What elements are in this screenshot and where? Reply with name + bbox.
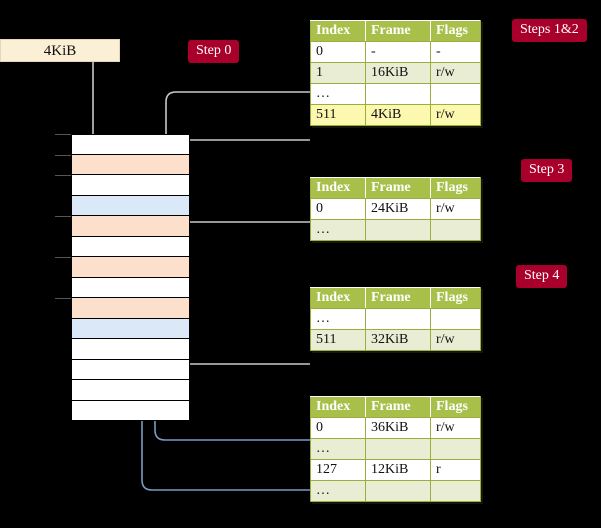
table-row: …: [310, 308, 481, 330]
table-cell: r/w: [430, 329, 481, 351]
table-cell: 0: [310, 198, 366, 220]
memory-row: [71, 380, 190, 401]
column-header-index: Index: [310, 287, 366, 309]
column-header-flags: Flags: [430, 177, 481, 199]
table-cell: 511: [310, 104, 366, 126]
column-header-frame: Frame: [365, 396, 431, 418]
table-cell: …: [310, 83, 366, 105]
memory-tick: [55, 175, 71, 176]
wire-step4a-up: [169, 300, 310, 365]
table-cell: [430, 480, 481, 502]
table-cell: [430, 83, 481, 105]
memory-row: [71, 175, 190, 196]
column-header-index: Index: [310, 177, 366, 199]
memory-row: [71, 236, 190, 257]
table-cell: 16KiB: [365, 62, 431, 84]
memory-tick: [55, 154, 71, 156]
table-cell: r/w: [430, 62, 481, 84]
table-cell: [365, 480, 431, 502]
memory-row: [71, 339, 190, 360]
table-row: …: [310, 219, 481, 241]
memory-row: [71, 277, 190, 298]
table-cell: r: [430, 459, 481, 481]
column-header-frame: Frame: [365, 20, 431, 42]
table-cell: 4KiB: [365, 104, 431, 126]
memory-tick: [55, 216, 71, 217]
table-cell: r/w: [430, 104, 481, 126]
table-cell: [365, 438, 431, 460]
table-cell: r/w: [430, 417, 481, 439]
column-header-index: Index: [310, 20, 366, 42]
badge-step3: Step 3: [521, 159, 573, 182]
table-cell: 12KiB: [365, 459, 431, 481]
table-cell: 1: [310, 62, 366, 84]
table-cell: [365, 308, 431, 330]
table-cell: 0: [310, 417, 366, 439]
badge-steps12: Steps 1&2: [512, 19, 587, 42]
memory-row: [71, 359, 190, 380]
memory-tick: [55, 257, 71, 258]
table-cell: 511: [310, 329, 366, 351]
table-cell: 36KiB: [365, 417, 431, 439]
memory-row: [71, 134, 190, 155]
table-row: 0--: [310, 41, 481, 63]
memory-row: [71, 154, 190, 175]
table-cell: [430, 438, 481, 460]
table-row: …: [310, 438, 481, 460]
memory-column: [71, 134, 190, 421]
table-row: …: [310, 83, 481, 105]
column-header-frame: Frame: [365, 287, 431, 309]
memory-row: [71, 257, 190, 278]
table-cell: …: [310, 219, 366, 241]
table-cell: [430, 308, 481, 330]
table-cell: 127: [310, 459, 366, 481]
table-cell: -: [430, 41, 481, 63]
table-cell: r/w: [430, 198, 481, 220]
table-cell: [365, 83, 431, 105]
table-cell: [365, 219, 431, 241]
column-header-frame: Frame: [365, 177, 431, 199]
memory-row: [71, 195, 190, 216]
wire-step3-down: [175, 221, 310, 266]
memory-row: [71, 216, 190, 237]
table-cell: 32KiB: [365, 329, 431, 351]
badge-step0: Step 0: [188, 40, 240, 63]
table-cell: 24KiB: [365, 198, 431, 220]
badge-step4: Step 4: [516, 265, 568, 288]
memory-row: [71, 298, 190, 319]
column-header-flags: Flags: [430, 20, 481, 42]
table-cell: [430, 219, 481, 241]
table-cell: …: [310, 308, 366, 330]
table-row: …: [310, 480, 481, 502]
column-header-flags: Flags: [430, 396, 481, 418]
table-cell: 0: [310, 41, 366, 63]
memory-tick: [55, 134, 71, 135]
column-header-index: Index: [310, 396, 366, 418]
source-frame-box: 4KiB: [0, 39, 120, 62]
memory-row: [71, 400, 190, 421]
table-cell: …: [310, 438, 366, 460]
column-header-flags: Flags: [430, 287, 481, 309]
table-cell: …: [310, 480, 366, 502]
table-cell: -: [365, 41, 431, 63]
memory-tick: [55, 298, 71, 299]
memory-row: [71, 318, 190, 339]
